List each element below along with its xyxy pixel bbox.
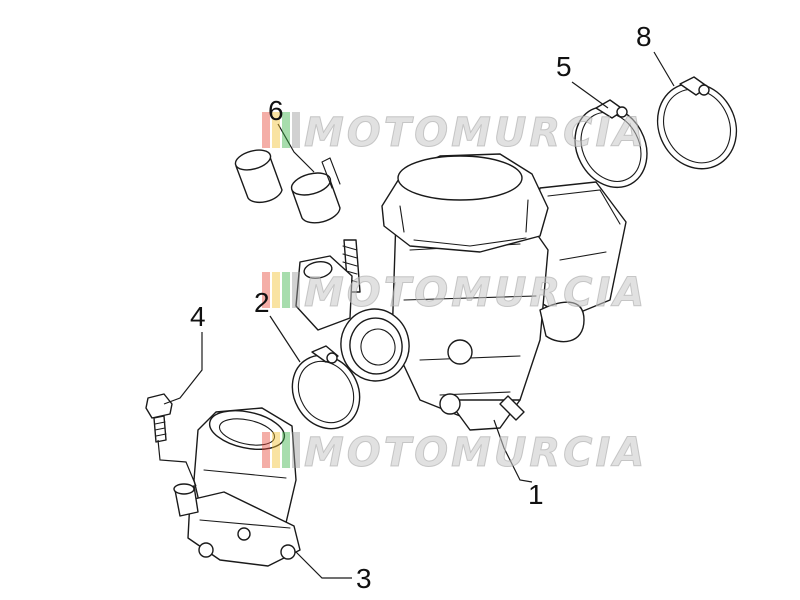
leader-line-1 [493,419,533,483]
part-5-hose-clamp [574,99,648,189]
leader-line-5 [571,81,609,109]
watermark-top: MOTOMURCIA [262,110,647,157]
callout-1: 1 [528,479,544,510]
leader-line-3 [295,551,352,579]
watermark-text: MOTOMURCIA [304,270,647,316]
callout-2: 2 [254,287,270,318]
leader-line-4b [157,439,197,487]
leader-line-2 [269,315,301,363]
callout-6: 6 [268,95,284,126]
callout-5: 5 [556,51,572,82]
part-3-intake-manifold [173,407,301,567]
watermark-text: MOTOMURCIA [304,110,647,156]
part-1-carburetor [295,153,627,431]
watermark-middle: MOTOMURCIA [262,270,647,317]
part-8-hose-clamp [656,76,738,170]
part-2-clamp [291,345,361,430]
leader-line-8 [653,51,675,87]
part-6-sleeve [234,149,283,204]
part-6-clip [290,157,341,224]
watermark-bottom: MOTOMURCIA [262,430,647,477]
part-4-bolt [145,393,173,443]
callout-8: 8 [636,21,652,52]
watermark-text: MOTOMURCIA [304,430,647,476]
leader-line-6 [277,123,315,173]
leader-line-4 [163,332,203,405]
callout-3: 3 [356,563,372,594]
callout-4: 4 [190,301,206,332]
